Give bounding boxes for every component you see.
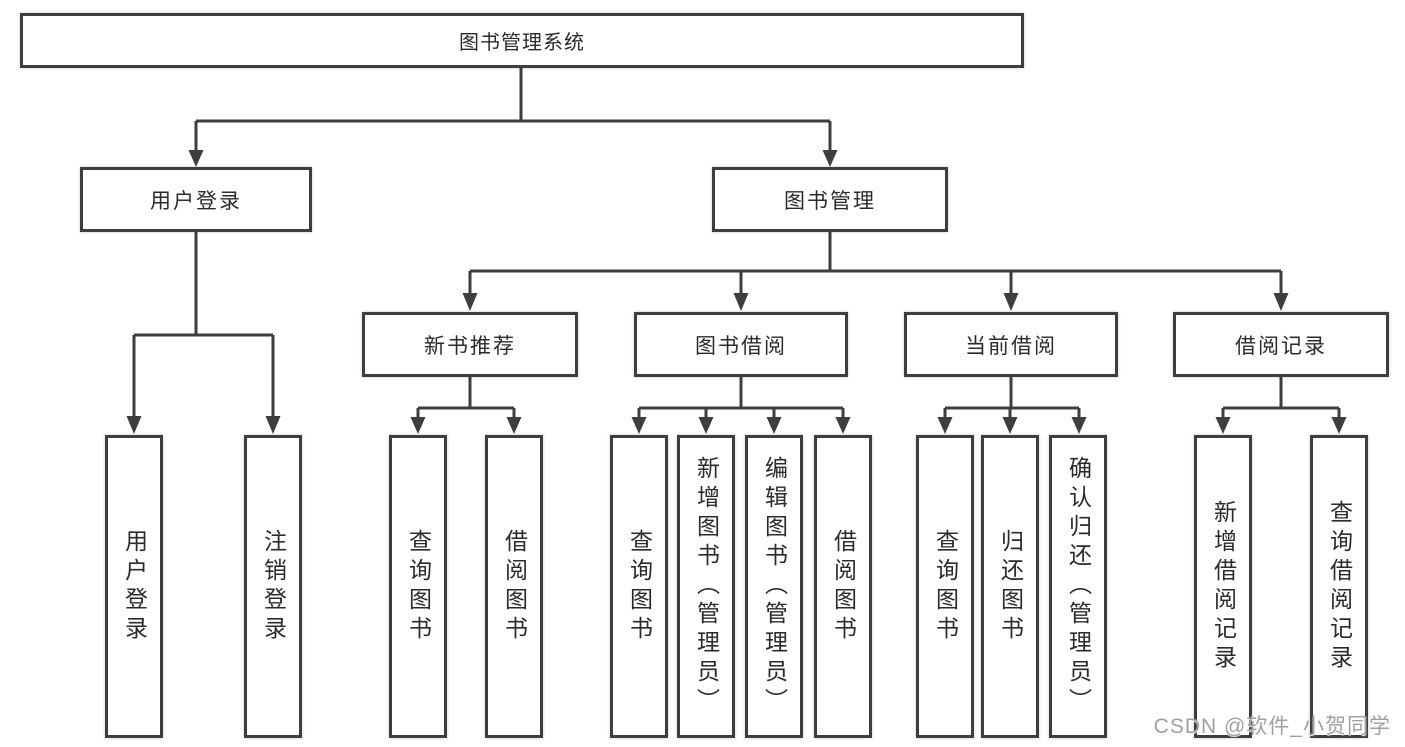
connector-current-borrow-children — [937, 376, 1087, 434]
arrowhead — [733, 293, 749, 311]
node-borrow-records: 借阅记录 — [1173, 312, 1389, 377]
node-label: 查询图书 — [405, 528, 432, 645]
arrowhead — [1071, 417, 1087, 434]
arrowhead — [188, 150, 204, 167]
node-label: 新增借阅记录 — [1210, 499, 1237, 674]
arrowhead — [506, 417, 522, 434]
node-leaf-borrow-book-1: 借阅图书 — [485, 435, 543, 738]
node-leaf-confirm-return-admin: 确认归还（管理员） — [1049, 435, 1107, 738]
arrowhead — [1003, 293, 1019, 311]
node-label: 查询借阅记录 — [1326, 499, 1353, 674]
node-label: 借阅图书 — [830, 528, 857, 645]
arrowhead — [1331, 417, 1347, 434]
node-label: 查询图书 — [932, 528, 959, 645]
connector-book-mgmt-to-level3 — [462, 231, 1289, 311]
node-leaf-user-login: 用户登录 — [105, 435, 163, 738]
arrowhead — [1002, 417, 1018, 434]
arrowhead — [126, 416, 142, 434]
node-new-book: 新书推荐 — [362, 312, 578, 377]
connector-book-borrow-children — [631, 376, 851, 434]
connector-new-book-children — [410, 376, 522, 434]
arrowhead — [698, 417, 714, 434]
node-book-mgmt: 图书管理 — [712, 167, 948, 232]
node-leaf-add-book-admin: 新增图书（管理员） — [677, 435, 735, 738]
node-label: 查询图书 — [626, 528, 653, 645]
arrowhead — [1273, 293, 1289, 311]
node-root: 图书管理系统 — [20, 13, 1024, 68]
node-label: 注销登录 — [260, 528, 287, 645]
node-current-borrow: 当前借阅 — [904, 312, 1118, 377]
arrowhead — [1215, 417, 1231, 434]
node-leaf-return-book: 归还图书 — [981, 435, 1039, 738]
arrowhead — [631, 417, 647, 434]
connector-borrow-records-children — [1215, 376, 1347, 434]
arrowhead — [265, 416, 281, 434]
node-label: 用户登录 — [121, 528, 148, 645]
node-label: 借阅图书 — [501, 528, 528, 645]
node-leaf-query-book-2: 查询图书 — [610, 435, 668, 738]
watermark: CSDN @软件_小贺同学 — [1153, 715, 1391, 738]
connector-user-login-children — [126, 231, 281, 434]
arrowhead — [410, 417, 426, 434]
arrowhead — [835, 417, 851, 434]
node-leaf-edit-book-admin: 编辑图书（管理员） — [745, 435, 803, 738]
arrowhead — [822, 150, 838, 167]
node-leaf-logout: 注销登录 — [244, 435, 302, 738]
node-label: 确认归还（管理员） — [1065, 456, 1092, 717]
node-user-login: 用户登录 — [80, 167, 312, 232]
arrowhead — [462, 293, 478, 311]
node-leaf-query-book-3: 查询图书 — [916, 435, 974, 738]
node-leaf-query-book-1: 查询图书 — [389, 435, 447, 738]
node-leaf-add-borrow-record: 新增借阅记录 — [1194, 435, 1252, 738]
node-leaf-borrow-book-2: 借阅图书 — [814, 435, 872, 738]
arrowhead — [766, 417, 782, 434]
node-label: 编辑图书（管理员） — [761, 456, 788, 717]
node-label: 新增图书（管理员） — [693, 456, 720, 717]
connector-root-to-level2 — [188, 68, 838, 167]
node-book-borrow: 图书借阅 — [634, 312, 848, 377]
arrowhead — [937, 417, 953, 434]
node-leaf-query-borrow-record: 查询借阅记录 — [1310, 435, 1368, 738]
node-label: 归还图书 — [997, 528, 1024, 645]
